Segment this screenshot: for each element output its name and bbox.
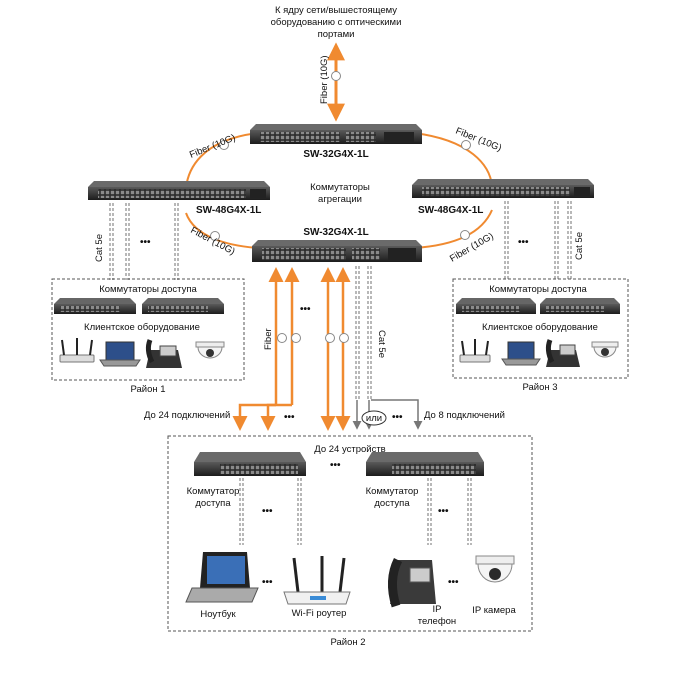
fiber-coupler-icon <box>460 230 470 240</box>
district-3-phone-icon <box>545 339 580 367</box>
aggregation-label-line1: Коммутаторы <box>310 182 370 193</box>
district-2-access-right-line2: доступа <box>374 498 410 509</box>
fiber-elbow-left-2 <box>260 403 292 431</box>
fiber-coupler-icon <box>219 140 229 150</box>
up-to-8-label: До 8 подключений <box>424 410 505 421</box>
core-text-line1: К ядру сети/вышестоящему <box>275 5 397 16</box>
district-3-client-title: Клиентское оборудование <box>482 322 598 333</box>
district-2-wifi-label: Wi-Fi роутер <box>292 608 347 619</box>
district-2-frame <box>167 435 533 632</box>
mid-fiber-label: Fiber <box>263 328 274 350</box>
district-2-cable-ellipsis-right: ••• <box>438 506 449 517</box>
fiber-coupler-icon <box>210 231 220 241</box>
district-2-name: Район 2 <box>330 637 365 648</box>
district-2-device-ellipsis-left: ••• <box>262 577 273 588</box>
cat-bottom-ellipsis: ••• <box>392 412 403 423</box>
district-1-name: Район 1 <box>130 384 165 395</box>
district-3-camera-icon <box>591 341 619 358</box>
ring-fiber-label-bl: Fiber (10G) <box>189 225 237 258</box>
district-1-access-switch-a <box>54 298 136 314</box>
ring-fiber-bottom-right <box>413 209 493 249</box>
right-cat5e-ellipsis: ••• <box>518 237 529 248</box>
ring-fiber-label-br: Fiber (10G) <box>448 231 496 265</box>
district-2-devices-title: До 24 устройств <box>314 444 385 455</box>
district-2-laptop-label: Ноутбук <box>200 609 236 620</box>
district-2-wifi-router-icon <box>283 556 351 605</box>
aggregation-label-line2: агрегации <box>318 194 362 205</box>
uplink-fiber-label: Fiber (10G) <box>319 55 330 104</box>
mid-switch-label: SW-32G4X-1L <box>303 227 368 238</box>
left-cat5e-ellipsis: ••• <box>140 237 151 248</box>
core-text-line2: оборудованию с оптическими <box>271 17 402 28</box>
district-2-device-ellipsis-right: ••• <box>448 577 459 588</box>
district-2-access-left-line2: доступа <box>195 498 231 509</box>
up-to-24-label: До 24 подключений <box>144 410 230 421</box>
district-3-name: Район 3 <box>522 382 557 393</box>
left-switch-label: SW-48G4X-1L <box>196 205 261 216</box>
district-1-frame <box>51 278 245 381</box>
district-2-camera-label: IP камера <box>472 605 516 616</box>
fiber-coupler-icon <box>291 333 301 343</box>
mid-cat5e-cables <box>355 266 372 400</box>
fiber-coupler-icon <box>461 140 471 150</box>
district-1-router-icon <box>59 338 95 363</box>
mid-cat5e-label: Cat 5e <box>376 330 387 358</box>
fiber-coupler-icon <box>331 71 341 81</box>
district-1-access-switch-b <box>142 298 224 314</box>
fiber-coupler-icon <box>325 333 335 343</box>
mid-fiber-ellipsis: ••• <box>300 304 311 315</box>
right-cat5e-label: Cat 5e <box>574 232 585 260</box>
district-2-ip-camera-icon <box>475 555 515 583</box>
district-2-access-right-line1: Коммутатор <box>366 486 419 497</box>
right-cat5e-cables <box>504 201 572 280</box>
left-cat5e-label: Cat 5e <box>94 234 105 262</box>
cat-elbow-right <box>371 399 423 430</box>
fiber-coupler-icon <box>277 333 287 343</box>
core-switch-label: SW-32G4X-1L <box>303 149 368 160</box>
district-2-switch-ellipsis: ••• <box>330 460 341 471</box>
left-cat5e-cables <box>109 203 179 280</box>
district-2-access-switch-right <box>366 452 484 476</box>
core-text-line3: портами <box>318 29 355 40</box>
left-aggregation-switch <box>88 181 270 200</box>
district-1-phone-icon <box>145 339 182 368</box>
district-1-client-title: Клиентское оборудование <box>84 322 200 333</box>
district-2-cables <box>239 478 472 545</box>
or-badge <box>361 410 387 426</box>
district-1-laptop-icon <box>99 341 141 367</box>
district-3-access-switch-b <box>540 298 620 314</box>
district-1-camera-icon <box>195 341 225 359</box>
district-2-cable-ellipsis-left: ••• <box>262 506 273 517</box>
ring-fiber-label-tr: Fiber (10G) <box>454 126 503 154</box>
district-2-access-switch-left <box>194 452 306 476</box>
right-aggregation-switch <box>412 179 594 198</box>
district-3-access-title: Коммутаторы доступа <box>489 284 587 295</box>
district-2-access-left-line1: Коммутатор <box>187 486 240 497</box>
district-3-router-icon <box>459 339 491 363</box>
mid-aggregation-switch <box>252 240 422 262</box>
district-1-access-title: Коммутаторы доступа <box>99 284 197 295</box>
district-2-ip-phone-icon <box>388 557 436 608</box>
fiber-elbow-left <box>232 403 276 431</box>
district-2-phone-label-line1: IP <box>433 604 442 615</box>
district-2-phone-label-line2: телефон <box>418 616 456 627</box>
district-3-frame <box>452 278 629 379</box>
fiber-bottom-ellipsis: ••• <box>284 412 295 423</box>
or-label: или <box>366 413 382 424</box>
district-3-access-switch-a <box>456 298 536 314</box>
core-switch <box>250 124 422 144</box>
ring-fiber-label-tl: Fiber (10G) <box>188 132 237 160</box>
right-switch-label: SW-48G4X-1L <box>418 205 483 216</box>
fiber-coupler-icon <box>339 333 349 343</box>
district-2-laptop-icon <box>185 552 259 603</box>
district-3-laptop-icon <box>501 341 541 366</box>
